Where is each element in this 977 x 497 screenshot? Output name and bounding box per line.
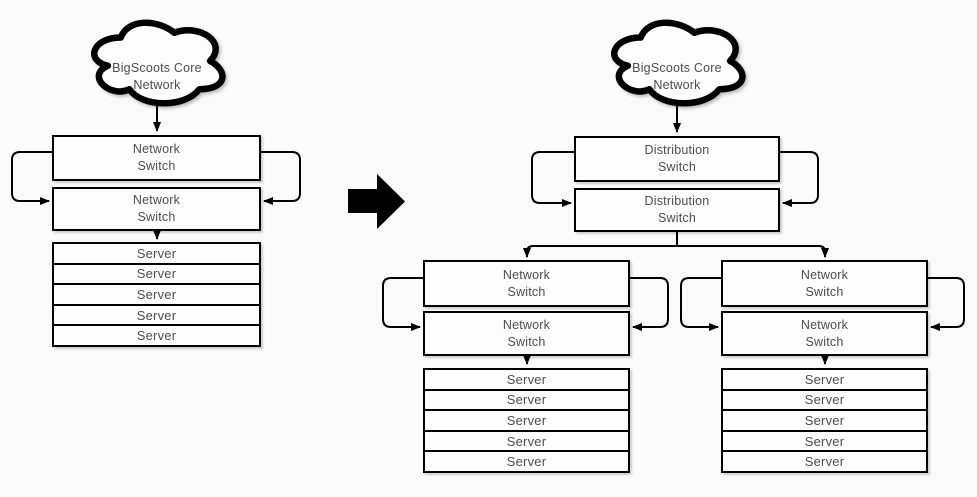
after-cloud-icon xyxy=(611,19,746,107)
server-label: Server xyxy=(804,371,845,387)
server-label: Server xyxy=(136,286,177,302)
server-label: Server xyxy=(136,266,177,282)
dist2-to-branch2-connector xyxy=(677,245,829,258)
before-cloud-icon xyxy=(91,19,226,107)
server-row: Server xyxy=(721,368,928,391)
server-row: Server xyxy=(423,368,630,391)
server-label: Server xyxy=(506,412,547,428)
distribution-switch-1-label: Distribution Switch xyxy=(644,143,710,174)
branch2-left-loop-connector xyxy=(680,277,721,331)
branch2-network-switch-1: Network Switch xyxy=(721,260,928,307)
server-label: Server xyxy=(804,412,845,428)
server-label: Server xyxy=(506,454,547,470)
server-row: Server xyxy=(423,450,630,473)
branch1-right-loop-connector xyxy=(630,277,669,331)
server-label: Server xyxy=(804,433,845,449)
branch2-network-switch-2-label: Network Switch xyxy=(800,317,849,349)
server-row: Server xyxy=(52,242,261,265)
server-label: Server xyxy=(804,454,845,470)
branch1-server-stack: Server Server Server Server Server xyxy=(423,368,630,473)
before-cloud-label: BigScoots Core Network xyxy=(112,61,202,92)
server-row: Server xyxy=(52,324,261,347)
server-row: Server xyxy=(52,283,261,306)
after-cloud-label-wrap: BigScoots Core Network xyxy=(606,58,748,96)
distribution-switch-2-label: Distribution Switch xyxy=(644,194,710,225)
branch1-network-switch-1: Network Switch xyxy=(423,260,630,307)
distribution-switch-1: Distribution Switch xyxy=(574,136,780,182)
branch2-right-loop-connector xyxy=(928,277,965,331)
before-network-switch-2: Network Switch xyxy=(52,187,261,231)
before-network-switch-2-label: Network Switch xyxy=(132,193,181,224)
distribution-switch-2: Distribution Switch xyxy=(574,188,780,232)
right-arrow-icon xyxy=(348,174,405,229)
dist-right-loop-connector xyxy=(780,151,819,207)
branch1-network-switch-2-label: Network Switch xyxy=(502,317,551,349)
server-label: Server xyxy=(506,392,547,408)
before-server-stack: Server Server Server Server Server xyxy=(52,242,261,347)
server-row: Server xyxy=(721,409,928,432)
branch2-server-stack: Server Server Server Server Server xyxy=(721,368,928,473)
before-network-switch-1-label: Network Switch xyxy=(132,142,181,173)
server-label: Server xyxy=(804,392,845,408)
before-cloud-label-wrap: BigScoots Core Network xyxy=(86,58,228,96)
server-row: Server xyxy=(721,429,928,453)
after-cloud-label: BigScoots Core Network xyxy=(632,61,722,92)
server-row: Server xyxy=(721,388,928,412)
dist-left-loop-connector xyxy=(531,151,574,207)
server-label: Server xyxy=(136,328,177,344)
before-right-loop-connector xyxy=(261,151,301,205)
server-row: Server xyxy=(52,303,261,327)
server-row: Server xyxy=(423,429,630,453)
server-row: Server xyxy=(423,409,630,432)
server-row: Server xyxy=(721,450,928,473)
server-row: Server xyxy=(423,388,630,412)
server-label: Server xyxy=(506,371,547,387)
before-network-switch-1: Network Switch xyxy=(52,135,261,181)
server-label: Server xyxy=(136,245,177,261)
server-label: Server xyxy=(136,307,177,323)
branch2-network-switch-1-label: Network Switch xyxy=(800,267,849,299)
branch1-network-switch-1-label: Network Switch xyxy=(502,267,551,299)
before-left-loop-connector xyxy=(11,151,52,205)
server-row: Server xyxy=(52,262,261,286)
branch2-network-switch-2: Network Switch xyxy=(721,311,928,356)
branch1-left-loop-connector xyxy=(382,277,423,331)
branch1-network-switch-2: Network Switch xyxy=(423,311,630,356)
server-label: Server xyxy=(506,433,547,449)
dist2-to-branch1-connector xyxy=(523,245,677,258)
